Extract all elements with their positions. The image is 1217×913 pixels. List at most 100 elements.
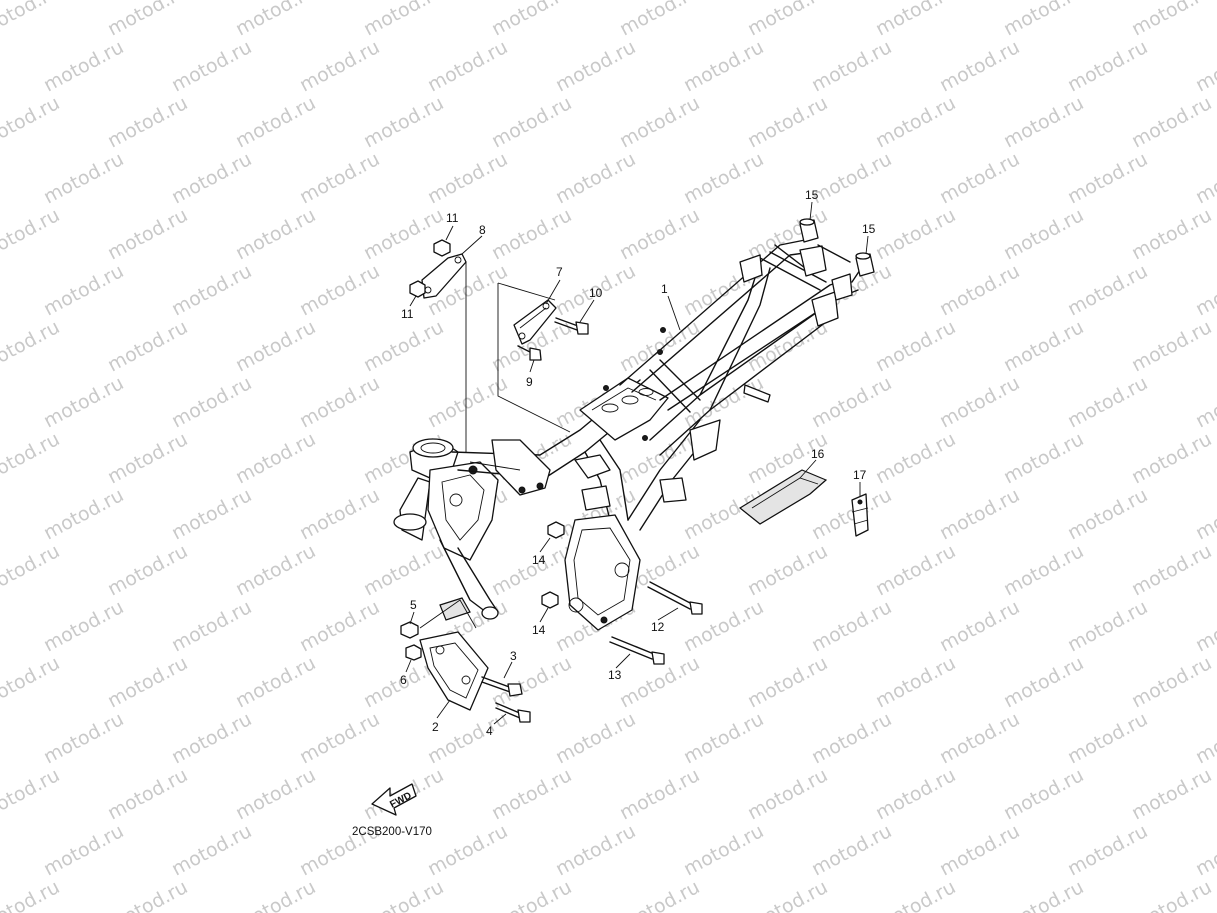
watermark-text: motod.ru bbox=[872, 652, 959, 712]
watermark-text: motod.ru bbox=[168, 372, 255, 432]
bolt-4 bbox=[495, 702, 531, 723]
watermark-text: motod.ru bbox=[168, 36, 255, 96]
watermark-text: motod.ru bbox=[232, 316, 319, 376]
watermark-text: motod.ru bbox=[360, 0, 447, 40]
callout-8: 8 bbox=[479, 223, 486, 237]
watermark-text: motod.ru bbox=[168, 148, 255, 208]
watermark-text: motod.ru bbox=[936, 36, 1023, 96]
watermark-text: motod.ru bbox=[1000, 204, 1087, 264]
callout-5: 5 bbox=[410, 598, 417, 612]
watermark-text: motod.ru bbox=[1128, 204, 1215, 264]
watermark-text: motod.ru bbox=[168, 484, 255, 544]
watermark-text: motod.ru bbox=[0, 764, 63, 824]
watermark-text: motod.ru bbox=[936, 596, 1023, 656]
watermark-text: motod.ru bbox=[232, 204, 319, 264]
watermark-text: motod.ru bbox=[616, 764, 703, 824]
nut-14-bottom bbox=[541, 591, 559, 609]
watermark-text: motod.ru bbox=[1064, 484, 1151, 544]
bolt-12 bbox=[647, 581, 703, 615]
watermark-text: motod.ru bbox=[360, 876, 447, 913]
main-frame bbox=[393, 239, 861, 631]
part-7-bracket bbox=[513, 299, 557, 345]
watermark-text: motod.ru bbox=[104, 876, 191, 913]
watermark-text: motod.ru bbox=[1128, 92, 1215, 152]
nut-6 bbox=[405, 644, 422, 661]
watermark-text: motod.ru bbox=[0, 92, 63, 152]
watermark-text: motod.ru bbox=[104, 92, 191, 152]
watermark-text: motod.ru bbox=[488, 764, 575, 824]
watermark-text: motod.ru bbox=[1000, 652, 1087, 712]
watermark-text: motod.ru bbox=[40, 484, 127, 544]
watermark-text: motod.ru bbox=[488, 540, 575, 600]
cap-15-left bbox=[799, 218, 819, 243]
callout-11-bottom: 11 bbox=[401, 307, 414, 321]
watermark-text: motod.ru bbox=[0, 204, 63, 264]
watermark-text: motod.ru bbox=[1192, 484, 1217, 544]
watermark-text: motod.ru bbox=[1000, 92, 1087, 152]
watermark-text: motod.ru bbox=[296, 36, 383, 96]
watermark-text: motod.ru bbox=[232, 540, 319, 600]
watermark-text: motod.ru bbox=[168, 820, 255, 880]
watermark-text: motod.ru bbox=[1064, 596, 1151, 656]
watermark-text: motod.ru bbox=[808, 36, 895, 96]
callout-12: 12 bbox=[651, 620, 665, 634]
callout-3: 3 bbox=[510, 649, 517, 663]
callout-labels: 1 2 3 4 5 6 7 8 9 10 11 11 12 13 14 14 1… bbox=[400, 188, 876, 738]
watermark-text: motod.ru bbox=[232, 876, 319, 913]
watermark-text: motod.ru bbox=[1128, 0, 1215, 40]
watermark-text: motod.ru bbox=[808, 484, 895, 544]
watermark-text: motod.ru bbox=[680, 148, 767, 208]
callout-13: 13 bbox=[608, 668, 622, 682]
watermark-text: motod.ru bbox=[1000, 0, 1087, 40]
watermark-text: motod.ru bbox=[680, 820, 767, 880]
watermark-text: motod.ru bbox=[936, 484, 1023, 544]
watermark-text: motod.ru bbox=[232, 764, 319, 824]
watermark-text: motod.ru bbox=[168, 596, 255, 656]
watermark-text: motod.ru bbox=[616, 0, 703, 40]
watermark-text: motod.ru bbox=[360, 540, 447, 600]
watermark-text: motod.ru bbox=[552, 820, 639, 880]
bolt-10 bbox=[554, 317, 589, 335]
watermark-text: motod.ru bbox=[552, 36, 639, 96]
watermark-text: motod.ru bbox=[296, 372, 383, 432]
watermark-text: motod.ru bbox=[104, 540, 191, 600]
watermark-text: motod.ru bbox=[0, 540, 63, 600]
watermark-text: motod.ru bbox=[680, 36, 767, 96]
nut-11-top bbox=[433, 239, 451, 257]
watermark-text: motod.ru bbox=[616, 92, 703, 152]
callout-leaders bbox=[405, 201, 869, 725]
watermark-text: motod.ru bbox=[104, 764, 191, 824]
watermark-text: motod.ru bbox=[40, 596, 127, 656]
watermark-text: motod.ru bbox=[936, 260, 1023, 320]
callout-7: 7 bbox=[556, 265, 563, 279]
watermark-text: motod.ru bbox=[296, 708, 383, 768]
callout-11-top: 11 bbox=[446, 211, 459, 225]
watermark-text: motod.ru bbox=[360, 316, 447, 376]
watermark-text: motod.ru bbox=[808, 372, 895, 432]
watermark-text: motod.ru bbox=[1064, 708, 1151, 768]
watermark-text: motod.ru bbox=[296, 260, 383, 320]
watermark-text: motod.ru bbox=[40, 36, 127, 96]
watermark-text: motod.ru bbox=[360, 92, 447, 152]
watermark-text: motod.ru bbox=[424, 820, 511, 880]
watermark-text: motod.ru bbox=[1064, 36, 1151, 96]
watermark-text: motod.ru bbox=[872, 316, 959, 376]
callout-2: 2 bbox=[432, 720, 439, 734]
callout-14-bottom: 14 bbox=[532, 623, 546, 637]
watermark-text: motod.ru bbox=[424, 148, 511, 208]
watermark-text: motod.ru bbox=[1000, 876, 1087, 913]
watermark-text: motod.ru bbox=[488, 92, 575, 152]
watermark-text: motod.ru bbox=[424, 36, 511, 96]
callout-15-right: 15 bbox=[862, 222, 876, 236]
watermark-text: motod.ru bbox=[40, 260, 127, 320]
watermark-text: motod.ru bbox=[1064, 260, 1151, 320]
watermark-text: motod.ru bbox=[1128, 764, 1215, 824]
watermark-text: motod.ru bbox=[296, 148, 383, 208]
watermark-text: motod.ru bbox=[744, 652, 831, 712]
watermark-text: motod.ru bbox=[744, 92, 831, 152]
watermark-text: motod.ru bbox=[936, 148, 1023, 208]
watermark-text: motod.ru bbox=[936, 372, 1023, 432]
callout-14-top: 14 bbox=[532, 553, 546, 567]
